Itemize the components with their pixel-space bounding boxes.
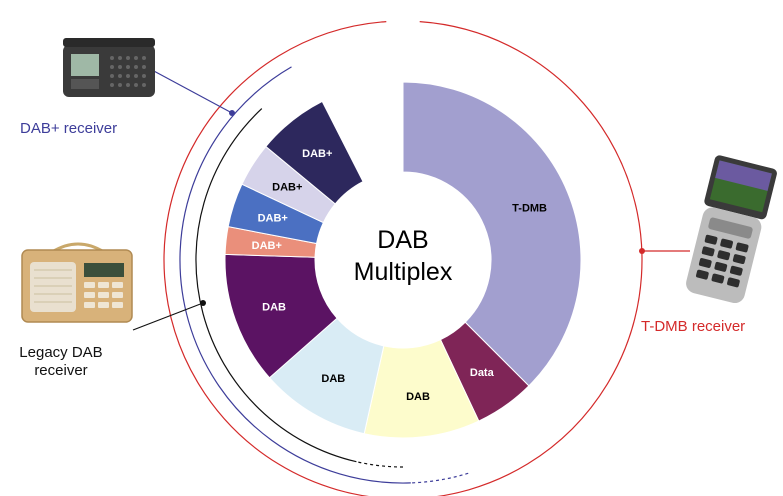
segment-label-3: DAB [321,373,345,385]
legacy-receiver-label: Legacy DAB receiver [6,344,116,380]
segment-label-2: DAB [406,391,430,403]
dabplus-coverage-arc-dashed [410,472,469,484]
legacy-connector-dot [200,300,206,306]
dabplus-connector-dot [229,110,235,116]
tdmb-coverage-arc [163,21,643,496]
center-title-line2: Multiplex [354,258,453,286]
segment-label-8: DAB+ [302,148,332,160]
tdmb-phone-icon [686,155,777,304]
segment-0 [402,81,582,387]
segment-label-6: DAB+ [258,213,288,225]
legacy-receiver-label-line1: Legacy DAB [19,344,103,361]
segment-label-0: T-DMB [512,203,547,215]
segment-label-7: DAB+ [272,182,302,194]
segment-8 [265,100,364,205]
legacy-receiver-label-line2: receiver [34,362,88,379]
center-title-line1: DAB [377,226,428,254]
legacy-dab-radio-icon [21,242,133,323]
segment-label-5: DAB+ [252,240,282,252]
dabplus-connector-line [151,69,233,114]
legacy-coverage-arc-dashed [356,461,404,468]
segment-label-1: Data [470,367,495,379]
tdmb-connector-dot [639,248,645,254]
dabplus-coverage-arc [179,66,411,484]
legacy-connector-line [132,302,204,331]
segment-label-4: DAB [262,301,286,313]
tdmb-receiver-label: T-DMB receiver [641,318,746,335]
legacy-coverage-arc [195,108,357,463]
dabplus-receiver-label: DAB+ receiver [20,120,118,137]
dab-plus-radio-icon [63,38,155,97]
